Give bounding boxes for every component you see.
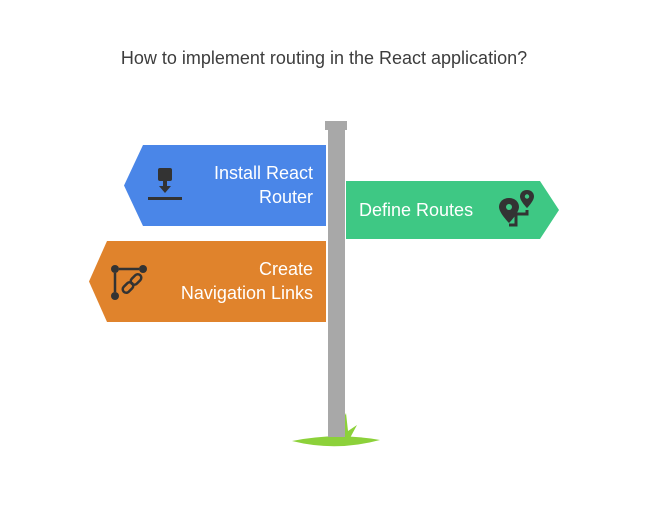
sign-label-define-routes: Define Routes [359, 198, 473, 222]
link-nodes-icon [111, 265, 147, 300]
sign-create-navigation-links [89, 241, 326, 322]
sign-label-line: Navigation Links [180, 283, 313, 303]
route-pin-icon [499, 190, 534, 227]
download-icon [148, 168, 182, 200]
diagram-title: How to implement routing in the React ap… [120, 48, 528, 68]
sign-install-react-router [124, 145, 326, 226]
sign-define-routes [346, 181, 559, 239]
sign-label-create-navigation-links: Create Navigation Links [181, 257, 313, 305]
sign-label-line: Create [258, 259, 313, 279]
sign-label-line: Install React [213, 163, 313, 183]
sign-label-line: Define Routes [359, 200, 474, 220]
sign-label-line: Router [258, 187, 313, 207]
signpost-pole [325, 121, 347, 437]
sign-label-install-react-router: Install React Router [214, 161, 313, 209]
